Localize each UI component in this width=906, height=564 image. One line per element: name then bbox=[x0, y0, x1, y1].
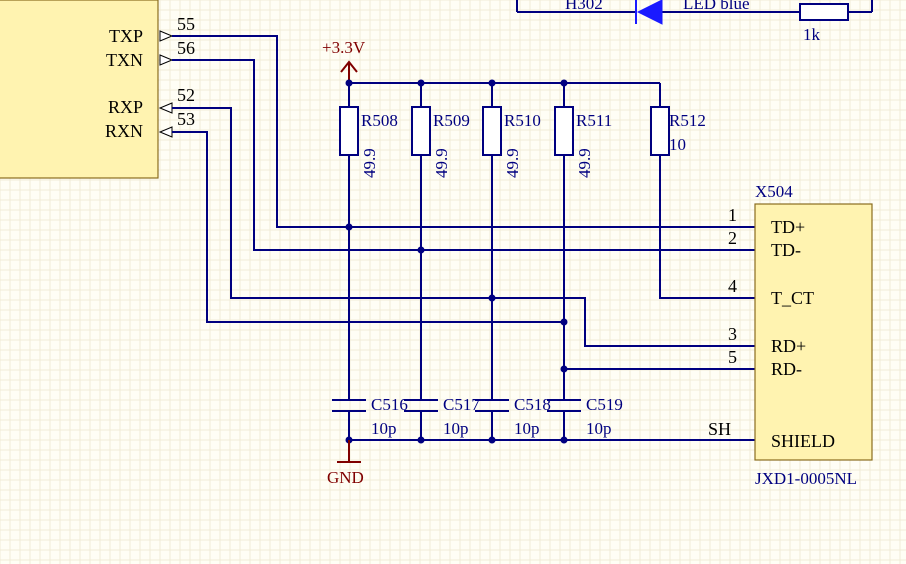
connector-pin-name: TD- bbox=[771, 240, 801, 260]
power-arrow-icon bbox=[340, 60, 358, 73]
resistor-1k-value: 1k bbox=[803, 25, 821, 44]
connector-pin-number: 1 bbox=[728, 205, 737, 225]
junction-dot bbox=[417, 246, 425, 254]
connector-pin-name: T_CT bbox=[771, 288, 814, 308]
resistor-ref: R511 bbox=[576, 111, 612, 130]
ground-net-label[interactable]: GND bbox=[327, 468, 364, 487]
resistor-1k-body[interactable] bbox=[799, 3, 849, 21]
input-port-arrow bbox=[158, 102, 173, 114]
capacitor-ref: C517 bbox=[443, 395, 480, 414]
junction-dot bbox=[345, 223, 353, 231]
connector-pin-number: 5 bbox=[728, 347, 737, 367]
resistor-value: 49.9 bbox=[575, 148, 594, 178]
pin-name-txp: TXP bbox=[109, 26, 143, 46]
output-port-arrow bbox=[159, 54, 174, 66]
connector-pin-number: 3 bbox=[728, 324, 737, 344]
led-circuit: H302 LED blue 1k bbox=[516, 0, 873, 44]
connector-x504: X504 JXD1-0005NL TD+ TD- T_CT RD+ RD- SH… bbox=[708, 182, 873, 488]
pin-name-txn: TXN bbox=[106, 50, 143, 70]
resistor-ref: R509 bbox=[433, 111, 470, 130]
pin-number-55: 55 bbox=[177, 14, 195, 34]
capacitor-value: 10p bbox=[443, 419, 469, 438]
capacitor-ref: C516 bbox=[371, 395, 408, 414]
capacitor-value: 10p bbox=[586, 419, 612, 438]
connector-ref: X504 bbox=[755, 182, 793, 201]
junction-dot bbox=[560, 436, 568, 444]
connector-part: JXD1-0005NL bbox=[755, 469, 857, 488]
pin-name-rxp: RXP bbox=[108, 97, 143, 117]
connector-pin-name: SHIELD bbox=[771, 431, 835, 451]
left-ic-pins: TXP TXN RXP RXN 55 56 52 53 bbox=[105, 14, 195, 141]
resistor-r508[interactable] bbox=[339, 106, 359, 156]
junction-dot bbox=[417, 436, 425, 444]
capacitor-value: 10p bbox=[371, 419, 397, 438]
pin-number-56: 56 bbox=[177, 38, 195, 58]
input-port-arrow bbox=[158, 126, 173, 138]
resistor-r512[interactable] bbox=[650, 106, 670, 156]
resistor-value: 10 bbox=[669, 135, 686, 154]
resistor-r511[interactable] bbox=[554, 106, 574, 156]
ground-symbol: GND bbox=[327, 440, 364, 487]
resistor-r510[interactable] bbox=[482, 106, 502, 156]
net-wires bbox=[172, 35, 755, 441]
pin-number-52: 52 bbox=[177, 85, 195, 105]
left-ic-body[interactable] bbox=[0, 0, 159, 179]
led-blue-icon[interactable] bbox=[636, 0, 663, 25]
pin-number-53: 53 bbox=[177, 109, 195, 129]
resistor-value: 49.9 bbox=[432, 148, 451, 178]
connector-pin-number: 2 bbox=[728, 228, 737, 248]
resistor-value: 49.9 bbox=[503, 148, 522, 178]
junction-dot bbox=[345, 79, 353, 87]
connector-pin-name: RD+ bbox=[771, 336, 806, 356]
led-designator: H302 bbox=[565, 0, 603, 13]
power-rail: +3.3V bbox=[322, 38, 660, 84]
led-value: LED blue bbox=[683, 0, 750, 13]
connector-pin-name: RD- bbox=[771, 359, 802, 379]
resistor-ref: R508 bbox=[361, 111, 398, 130]
junction-dot bbox=[560, 79, 568, 87]
connector-pin-number: SH bbox=[708, 419, 731, 439]
junction-dot bbox=[488, 79, 496, 87]
power-net-label[interactable]: +3.3V bbox=[322, 38, 366, 57]
capacitor-value: 10p bbox=[514, 419, 540, 438]
resistor-ref: R512 bbox=[669, 111, 706, 130]
junction-dot bbox=[488, 294, 496, 302]
capacitor-ref: C518 bbox=[514, 395, 551, 414]
connector-pin-number: 4 bbox=[728, 276, 737, 296]
resistor-r509[interactable] bbox=[411, 106, 431, 156]
pin-name-rxn: RXN bbox=[105, 121, 143, 141]
resistor-ref: R510 bbox=[504, 111, 541, 130]
junction-dot bbox=[417, 79, 425, 87]
resistor-value: 49.9 bbox=[360, 148, 379, 178]
connector-pin-name: TD+ bbox=[771, 217, 805, 237]
junction-dot bbox=[488, 436, 496, 444]
capacitor-ref: C519 bbox=[586, 395, 623, 414]
connector-body[interactable] bbox=[754, 203, 873, 461]
output-port-arrow bbox=[159, 30, 174, 42]
